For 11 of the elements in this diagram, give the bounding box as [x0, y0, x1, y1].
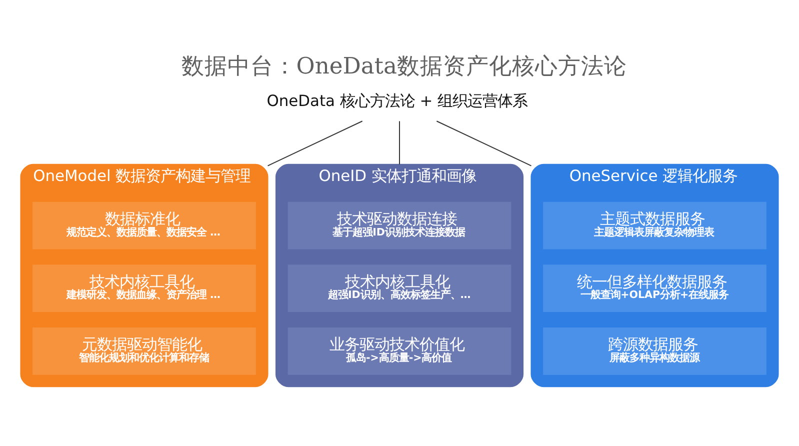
node-text: OneData 核心方法论 + 组织运营体系	[266, 92, 528, 110]
node-box: 统一但多样化数据服务 一般查询+OLAP分析+在线服务	[543, 264, 766, 312]
node-box: 元数据驱动智能化 智能化规划和优化计算和存储	[32, 327, 256, 375]
diagram-title: 数据中台：OneData数据资产化核心方法论	[181, 53, 628, 80]
node-box: 技术内核工具化 建模研发、数据血缘、资产治理 …	[32, 264, 256, 312]
connector	[268, 120, 363, 166]
connector	[436, 120, 532, 166]
node-box: 主题式数据服务 主题逻辑表屏蔽复杂物理表	[543, 202, 766, 250]
node-box: 跨源数据服务 屏蔽多种异构数据源	[543, 327, 766, 375]
connector	[398, 121, 400, 164]
node-box: 数据标准化 规范定义、数据质量、数据安全 …	[32, 202, 256, 250]
